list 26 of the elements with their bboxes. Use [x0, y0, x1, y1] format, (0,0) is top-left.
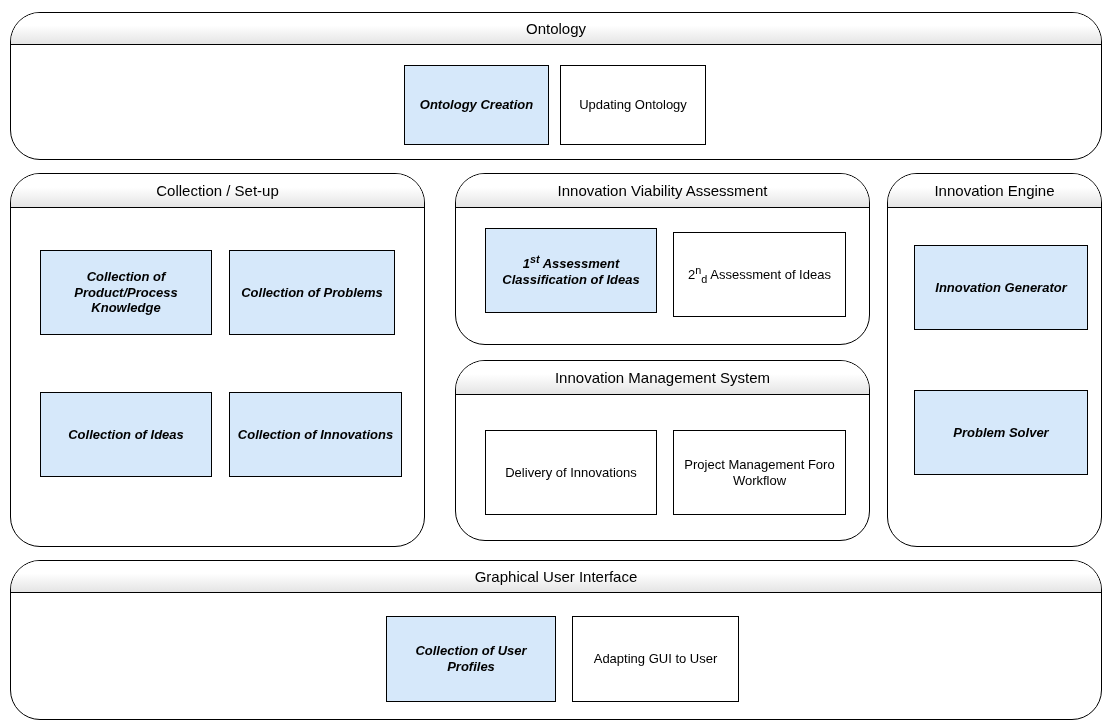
module-box: Ontology Creation: [404, 65, 549, 145]
module-box: Updating Ontology: [560, 65, 706, 145]
module-box: Collection of Innovations: [229, 392, 402, 477]
group-panel: [887, 173, 1102, 547]
module-box: 1$^{st}$ Assessment Classification of Ideas: [485, 228, 657, 313]
module-box: Collection of Ideas: [40, 392, 212, 477]
module-box: Project Management Foro Workflow: [673, 430, 846, 515]
group-panel: [455, 173, 870, 345]
module-box: Adapting GUI to User: [572, 616, 739, 702]
module-box: Delivery of Innovations: [485, 430, 657, 515]
module-box: Problem Solver: [914, 390, 1088, 475]
panel-header: Graphical User Interface: [11, 561, 1101, 593]
module-box: Collection of User Profiles: [386, 616, 556, 702]
panel-header: Collection / Set-up: [11, 174, 424, 208]
group-panel: [10, 12, 1102, 160]
panel-header: Innovation Management System: [456, 361, 869, 395]
group-panel: [455, 360, 870, 541]
panel-header: Innovation Viability Assessment: [456, 174, 869, 208]
module-box: Collection of Product/Process Knowledge: [40, 250, 212, 335]
group-panel: [10, 560, 1102, 720]
module-box: 2$^{n}$$_{d}$ Assessment of Ideas: [673, 232, 846, 317]
module-box: Innovation Generator: [914, 245, 1088, 330]
panel-header: Innovation Engine: [888, 174, 1101, 208]
module-box: Collection of Problems: [229, 250, 395, 335]
panel-header: Ontology: [11, 13, 1101, 45]
group-panel: [10, 173, 425, 547]
